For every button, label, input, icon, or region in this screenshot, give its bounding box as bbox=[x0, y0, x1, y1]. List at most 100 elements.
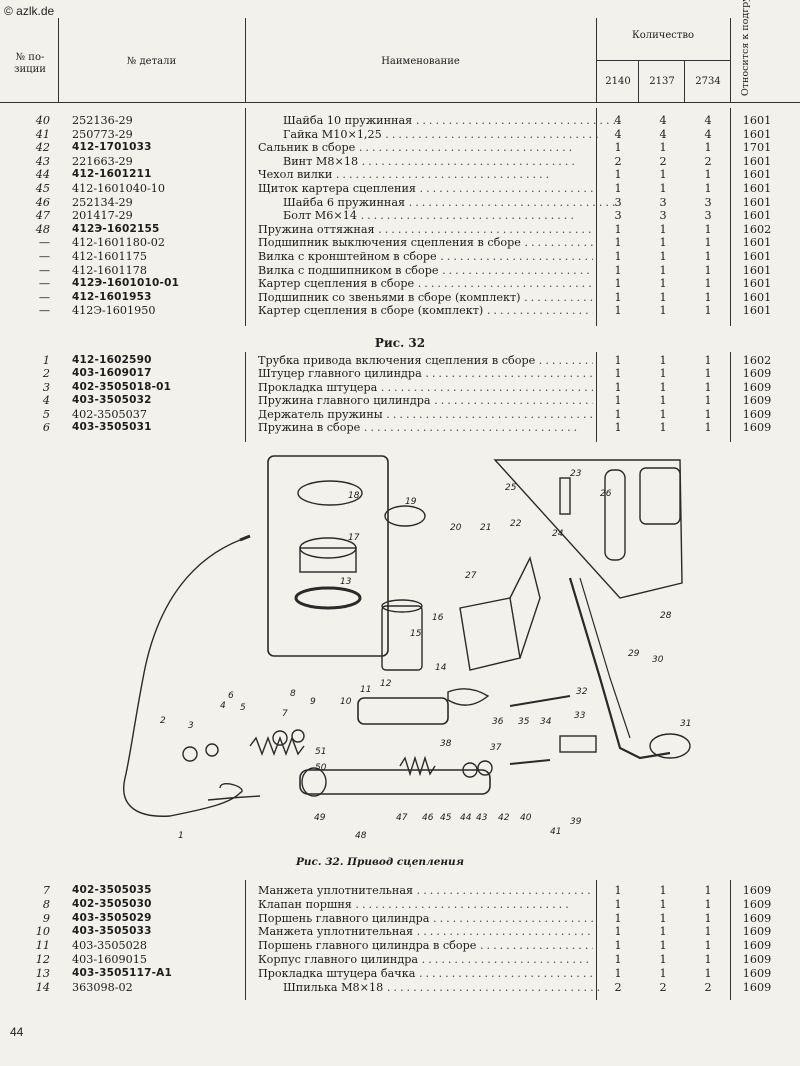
qty-2734: 1 bbox=[704, 236, 712, 250]
subgroup: 1601 bbox=[742, 195, 772, 209]
callout-number: 20 bbox=[450, 523, 462, 533]
qty-2734: 1 bbox=[704, 290, 712, 304]
qty-2734: 4 bbox=[704, 127, 712, 141]
subgroup: 1609 bbox=[742, 394, 772, 408]
part-name: Щиток картера сцепления ................… bbox=[258, 182, 593, 195]
part-name-text: Подшипник выключения сцепления в сборе bbox=[258, 236, 521, 250]
qty-2137: 1 bbox=[659, 250, 667, 263]
position-number: 40 bbox=[35, 114, 50, 127]
model-2137: 2137 bbox=[649, 76, 675, 87]
part-name-text: Картер сцепления в сборе bbox=[258, 277, 415, 291]
qty-2137: 1 bbox=[659, 222, 667, 236]
subgroup: 1601 bbox=[742, 182, 772, 195]
part-number: 412-1701033 bbox=[72, 141, 152, 154]
qty-2137: 1 bbox=[659, 421, 667, 434]
callout-number: 26 bbox=[600, 489, 612, 499]
part-name: Пружина в сборе ........................… bbox=[258, 421, 581, 434]
part-number: 403-3505028 bbox=[72, 939, 147, 953]
part-number: 201417-29 bbox=[72, 209, 133, 223]
callout-number: 42 bbox=[498, 813, 510, 823]
part-name-text: Поршень главного цилиндра bbox=[258, 911, 430, 925]
callout-number: 16 bbox=[432, 613, 444, 623]
callout-number: 40 bbox=[520, 813, 532, 823]
model-2734: 2734 bbox=[695, 76, 721, 87]
part-name: Подшипник выключения сцепления в сборе .… bbox=[258, 236, 593, 250]
subgroup: 1609 bbox=[742, 380, 772, 394]
part-name: Шайба 10 пружинная .....................… bbox=[283, 114, 618, 127]
part-number: 363098-02 bbox=[72, 980, 133, 994]
qty-2137: 1 bbox=[659, 966, 667, 980]
subgroup: 1601 bbox=[742, 263, 772, 277]
position-number: 41 bbox=[35, 127, 50, 141]
callout-number: 27 bbox=[465, 571, 477, 581]
position-number: — bbox=[38, 263, 50, 277]
qty-2137: 3 bbox=[659, 195, 667, 209]
qty-2137: 1 bbox=[659, 394, 667, 408]
part-name-text: Вилка с подшипником в сборе bbox=[258, 263, 439, 277]
subgroup: 1609 bbox=[742, 421, 772, 434]
part-number: 402-3505037 bbox=[72, 407, 147, 421]
part-number: 412-1601953 bbox=[72, 290, 152, 303]
qty-2137: 4 bbox=[659, 127, 667, 141]
position-number: 47 bbox=[35, 209, 50, 223]
qty-2140: 1 bbox=[614, 168, 622, 182]
subgroup: 1609 bbox=[742, 911, 772, 925]
qty-2140: 1 bbox=[614, 380, 622, 394]
qty-2734: 1 bbox=[704, 394, 712, 408]
part-name-text: Подшипник со звеньями в сборе (комплект) bbox=[258, 290, 521, 304]
part-name: Трубка привода включения сцепления в сбо… bbox=[258, 354, 593, 367]
part-name-text: Клапан поршня bbox=[258, 897, 352, 911]
qty-2140: 1 bbox=[614, 953, 622, 966]
callout-number: 13 bbox=[340, 577, 352, 587]
callout-number: 19 bbox=[405, 497, 417, 507]
position-number: 13 bbox=[35, 966, 50, 980]
qty-2734: 1 bbox=[704, 421, 712, 434]
callout-number: 45 bbox=[440, 813, 452, 823]
qty-2734: 1 bbox=[704, 407, 712, 421]
position-number: 7 bbox=[42, 884, 50, 897]
name-header: Наименование bbox=[381, 56, 460, 67]
part-name-text: Картер сцепления в сборе (комплект) bbox=[258, 304, 484, 318]
callout-number: 33 bbox=[574, 711, 586, 721]
position-number: 11 bbox=[35, 939, 50, 953]
callout-number: 3 bbox=[188, 721, 194, 731]
part-name: Сальник в сборе ........................… bbox=[258, 141, 576, 155]
qty-2137: 1 bbox=[659, 367, 667, 381]
qty-2137: 1 bbox=[659, 939, 667, 953]
callout-number: 11 bbox=[360, 685, 371, 695]
qty-2140: 2 bbox=[614, 154, 622, 168]
subgroup: 1609 bbox=[742, 367, 772, 381]
part-name: Болт М6×14 .............................… bbox=[283, 209, 577, 223]
subgroup: 1609 bbox=[742, 939, 772, 953]
callout-number: 38 bbox=[440, 739, 452, 749]
subgroup: 1609 bbox=[742, 953, 772, 966]
qty-2137: 1 bbox=[659, 304, 667, 318]
inset-pins bbox=[493, 459, 683, 599]
qty-2137: 1 bbox=[659, 407, 667, 421]
qty-2140: 1 bbox=[614, 394, 622, 408]
part-name: Манжета уплотнительная .................… bbox=[258, 925, 593, 939]
callout-number: 43 bbox=[476, 813, 488, 823]
qty-2734: 1 bbox=[704, 277, 712, 291]
part-name-text: Шайба 6 пружинная bbox=[283, 195, 406, 209]
callout-number: 18 bbox=[348, 491, 360, 501]
part-name-text: Держатель пружины bbox=[258, 407, 383, 421]
qty-2734: 1 bbox=[704, 380, 712, 394]
qty-2137: 1 bbox=[659, 884, 667, 897]
callout-number: 24 bbox=[552, 529, 564, 539]
qty-2137: 1 bbox=[659, 897, 667, 911]
subgroup: 1609 bbox=[742, 407, 772, 421]
callout-number: 9 bbox=[310, 697, 316, 707]
part-name: Прокладка штуцера ......................… bbox=[258, 380, 593, 394]
part-number: 221663-29 bbox=[72, 154, 133, 168]
part-name: Прокладка штуцера бачка ................… bbox=[258, 966, 593, 980]
callout-number: 6 bbox=[228, 691, 234, 701]
watermark: © azlk.de bbox=[4, 4, 55, 18]
part-number: 403-3505031 bbox=[72, 421, 152, 433]
